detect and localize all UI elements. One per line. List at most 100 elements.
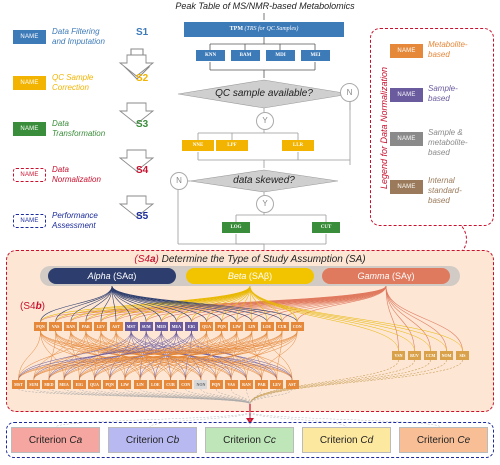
- step-index: S2: [136, 73, 149, 84]
- step-name-tag: NAME: [13, 122, 46, 136]
- legend-item-label: Sample &metabolite-based: [428, 128, 468, 157]
- assumption-pill: Alpha (SAα): [48, 268, 176, 284]
- method-chip: LIN: [245, 322, 259, 331]
- fan-line: [215, 388, 251, 405]
- method-chip: MED: [154, 322, 168, 331]
- method-chip: PQN: [103, 380, 117, 389]
- method-chip: NOM: [440, 351, 453, 360]
- s2-method-box: LLR: [282, 140, 314, 151]
- fan-line: [236, 285, 387, 323]
- method-chip: MEA: [57, 380, 71, 389]
- fan-line: [94, 388, 251, 405]
- fan-line: [100, 285, 113, 323]
- step-index: S1: [136, 27, 149, 38]
- fan-line: [18, 330, 222, 381]
- fan-line: [249, 359, 415, 405]
- s3-method-box: LOG: [222, 222, 250, 233]
- fan-line: [79, 388, 251, 405]
- fan-line: [155, 388, 251, 405]
- fan-line: [221, 285, 387, 323]
- fan-line: [149, 411, 251, 428]
- qc-question: QC sample available?: [215, 88, 313, 99]
- skew-question: data skewed?: [233, 175, 295, 186]
- fan-line: [221, 285, 251, 323]
- method-chip: LIN: [133, 380, 147, 389]
- fan-line: [33, 330, 298, 381]
- study-title-text: Determine the Type of Study Assumption (…: [161, 254, 366, 265]
- fan-line: [385, 285, 463, 352]
- s1-method-box: BAM: [231, 50, 260, 61]
- method-chip: SIS: [456, 351, 469, 360]
- fan-line: [385, 285, 431, 352]
- legend-name-tag: NAME: [390, 44, 423, 58]
- fan-line: [185, 388, 251, 405]
- method-chip: RAN: [64, 322, 78, 331]
- fan-line: [18, 330, 177, 381]
- fan-line: [249, 388, 278, 405]
- fan-line: [231, 388, 251, 405]
- method-chip: CON: [290, 322, 304, 331]
- tpm-box: TPM (TRS for QC Samples): [184, 22, 344, 37]
- s4b-label: (S4b): [20, 301, 46, 312]
- criterion-box: Criterion Cc: [205, 427, 294, 453]
- fan-line: [249, 359, 447, 405]
- fan-line: [266, 285, 387, 323]
- method-chip: PAR: [79, 322, 93, 331]
- fan-line: [251, 285, 387, 323]
- fan-line: [246, 388, 251, 405]
- fan-line: [55, 285, 113, 323]
- method-chip: VAS: [49, 322, 63, 331]
- method-chip: MED: [42, 380, 56, 389]
- s3-method-box: CUT: [312, 222, 340, 233]
- fan-line: [200, 388, 251, 405]
- method-chip: QUA: [88, 380, 101, 389]
- s2-method-box: NNE: [182, 140, 214, 151]
- fan-line: [249, 411, 441, 428]
- criterion-box: Criterion Cb: [108, 427, 197, 453]
- s1-method-box: MDI: [266, 50, 295, 61]
- assumption-pill: Gamma (SAγ): [322, 268, 450, 284]
- method-chip: VSN: [392, 351, 405, 360]
- criterion-box: Criterion Cd: [302, 427, 391, 453]
- fan-line: [249, 359, 431, 405]
- fan-line: [385, 285, 415, 352]
- method-chip: CUB: [164, 380, 177, 389]
- fan-line: [385, 285, 399, 352]
- no-circle-1: N: [340, 83, 359, 102]
- fan-line: [40, 285, 113, 323]
- step-name-tag: NAME: [13, 76, 46, 90]
- fan-line: [249, 359, 463, 405]
- method-chip: MEA: [169, 322, 183, 331]
- fan-line: [124, 330, 298, 381]
- criteria-arrow-head: [246, 418, 254, 424]
- method-chip: PQN: [34, 322, 47, 331]
- fan-line: [249, 285, 447, 352]
- fan-line: [249, 285, 399, 352]
- fan-line: [70, 285, 113, 323]
- method-chip: LOE: [260, 322, 274, 331]
- s1-method-box: KNN: [196, 50, 225, 61]
- s2-method-box: LPF: [216, 140, 248, 151]
- method-chip: VAS: [224, 380, 238, 389]
- method-chip: PQN: [215, 322, 229, 331]
- method-chip: AST: [285, 380, 299, 389]
- step-index: S5: [136, 211, 149, 222]
- fan-line: [18, 330, 41, 381]
- yes-circle-1: Y: [256, 112, 274, 130]
- legend-name-tag: NAME: [390, 180, 423, 194]
- fan-line: [249, 285, 431, 352]
- legend-name-tag: NAME: [390, 132, 423, 146]
- step-name-tag: NAME: [13, 30, 46, 44]
- fan-line: [191, 285, 251, 323]
- method-chip: PAR: [255, 380, 269, 389]
- fan-line: [176, 285, 251, 323]
- method-chip: QUA: [200, 322, 214, 331]
- method-chip: SUM: [27, 380, 41, 389]
- method-chip: EIG: [72, 380, 86, 389]
- fan-line: [18, 330, 87, 381]
- step-index: S4: [136, 165, 149, 176]
- fan-line: [111, 285, 298, 323]
